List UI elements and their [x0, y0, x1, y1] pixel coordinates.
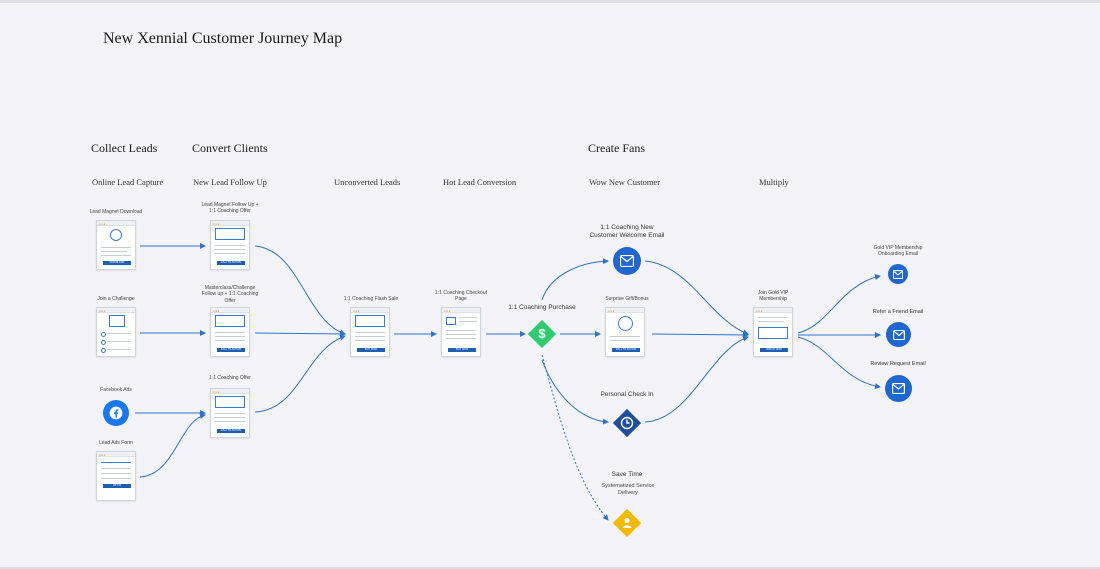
page-lead-magnet-followup[interactable]: ●●● CALL TO ACTION — [210, 220, 250, 270]
label-refer-friend: Refer a Friend Email — [872, 309, 924, 315]
call-button-1[interactable]: CALL TO ACTION — [217, 261, 245, 265]
page-join-challenge[interactable]: ●●● — [96, 307, 136, 357]
facebook-icon[interactable] — [103, 400, 129, 426]
label-flash-sale: 1:1 Coaching Flash Sale — [343, 296, 399, 302]
person-icon — [621, 516, 633, 530]
page-surprise-gift[interactable]: ●●● CALL TO ACTION — [605, 307, 645, 357]
page-title: New Xennial Customer Journey Map — [103, 30, 343, 47]
column-wow-new-customer: Wow New Customer — [589, 177, 661, 187]
edge-vip-to-review — [797, 336, 881, 390]
label-save-time: Save Time — [611, 471, 643, 478]
clock-icon — [620, 416, 634, 430]
bottom-border — [0, 567, 1100, 569]
optin-button[interactable]: OPT IN — [103, 484, 131, 488]
column-hot-lead-conversion: Hot Lead Conversion — [443, 177, 517, 187]
label-coaching-offer: 1:1 Coaching Offer — [209, 375, 251, 381]
edge-gift-to-vip — [651, 331, 749, 338]
page-checkout[interactable]: ●●● BUY NOW — [441, 307, 481, 357]
page-coaching-offer[interactable]: ●●● CALL TO ACTION — [210, 388, 250, 438]
page-flash-sale[interactable]: ●●● BUY NOW — [350, 307, 390, 357]
dollar-icon: $ — [538, 326, 546, 341]
edge-leadform-to-offer — [139, 413, 206, 478]
mail-icon-review[interactable] — [885, 375, 912, 402]
edge-vip-to-onboarding — [797, 274, 881, 334]
edge-checkin-to-vip — [644, 335, 749, 423]
edge-purchase-to-savetime — [541, 354, 609, 521]
column-multiply: Multiply — [759, 177, 789, 187]
buy-button-1[interactable]: BUY NOW — [357, 348, 385, 352]
edge-purchase-to-welcome — [541, 258, 609, 301]
label-purchase: 1:1 Coaching Purchase — [508, 304, 576, 311]
label-join-challenge: Join a Challenge — [97, 296, 135, 302]
label-review-request: Review Request Email — [870, 361, 926, 367]
edge-welcome-to-vip — [644, 260, 749, 336]
mail-icon-welcome[interactable] — [613, 247, 641, 275]
label-surprise-gift: Surprise Gift/Bonus — [605, 296, 649, 302]
stage-convert-clients: Convert Clients — [192, 141, 268, 155]
edge-offer-to-flashsale — [254, 334, 346, 413]
page-lead-magnet-download[interactable]: ●●● DOWNLOAD — [96, 220, 136, 270]
column-online-lead-capture: Online Lead Capture — [92, 177, 164, 187]
label-lead-magnet-followup: Lead Magnet Follow Up +1:1 Coaching Offe… — [201, 202, 259, 215]
edge-followup-to-flashsale — [254, 245, 346, 336]
buy-button-2[interactable]: BUY NOW — [448, 348, 476, 352]
watch-button[interactable]: WATCH NOW — [760, 348, 788, 352]
call-button-4[interactable]: CALL TO ACTION — [612, 348, 640, 352]
edge-masterclass-to-flashsale — [254, 330, 346, 337]
stage-create-fans: Create Fans — [588, 141, 645, 155]
label-lead-ads-form: Lead Ads Form — [99, 440, 133, 446]
label-personal-checkin: Personal Check In — [600, 391, 654, 398]
column-new-lead-follow-up: New Lead Follow Up — [193, 177, 267, 187]
call-button-3[interactable]: CALL TO ACTION — [217, 429, 245, 433]
download-button[interactable]: DOWNLOAD — [103, 261, 131, 265]
label-lead-magnet-download: Lead Magnet Download — [89, 209, 143, 215]
stage-collect-leads: Collect Leads — [91, 141, 158, 155]
column-unconverted-leads: Unconverted Leads — [334, 177, 401, 187]
mail-icon-refer[interactable] — [886, 322, 911, 347]
mail-icon-onboarding[interactable] — [888, 264, 908, 284]
label-facebook-ads: Facebook Ads — [100, 387, 132, 393]
top-border — [0, 0, 1100, 3]
call-button-2[interactable]: CALL TO ACTION — [217, 348, 245, 352]
page-join-vip[interactable]: ●●● WATCH NOW — [753, 307, 793, 357]
page-masterclass-followup[interactable]: ●●● CALL TO ACTION — [210, 307, 250, 357]
page-lead-ads-form[interactable]: ●●● OPT IN — [96, 451, 136, 501]
